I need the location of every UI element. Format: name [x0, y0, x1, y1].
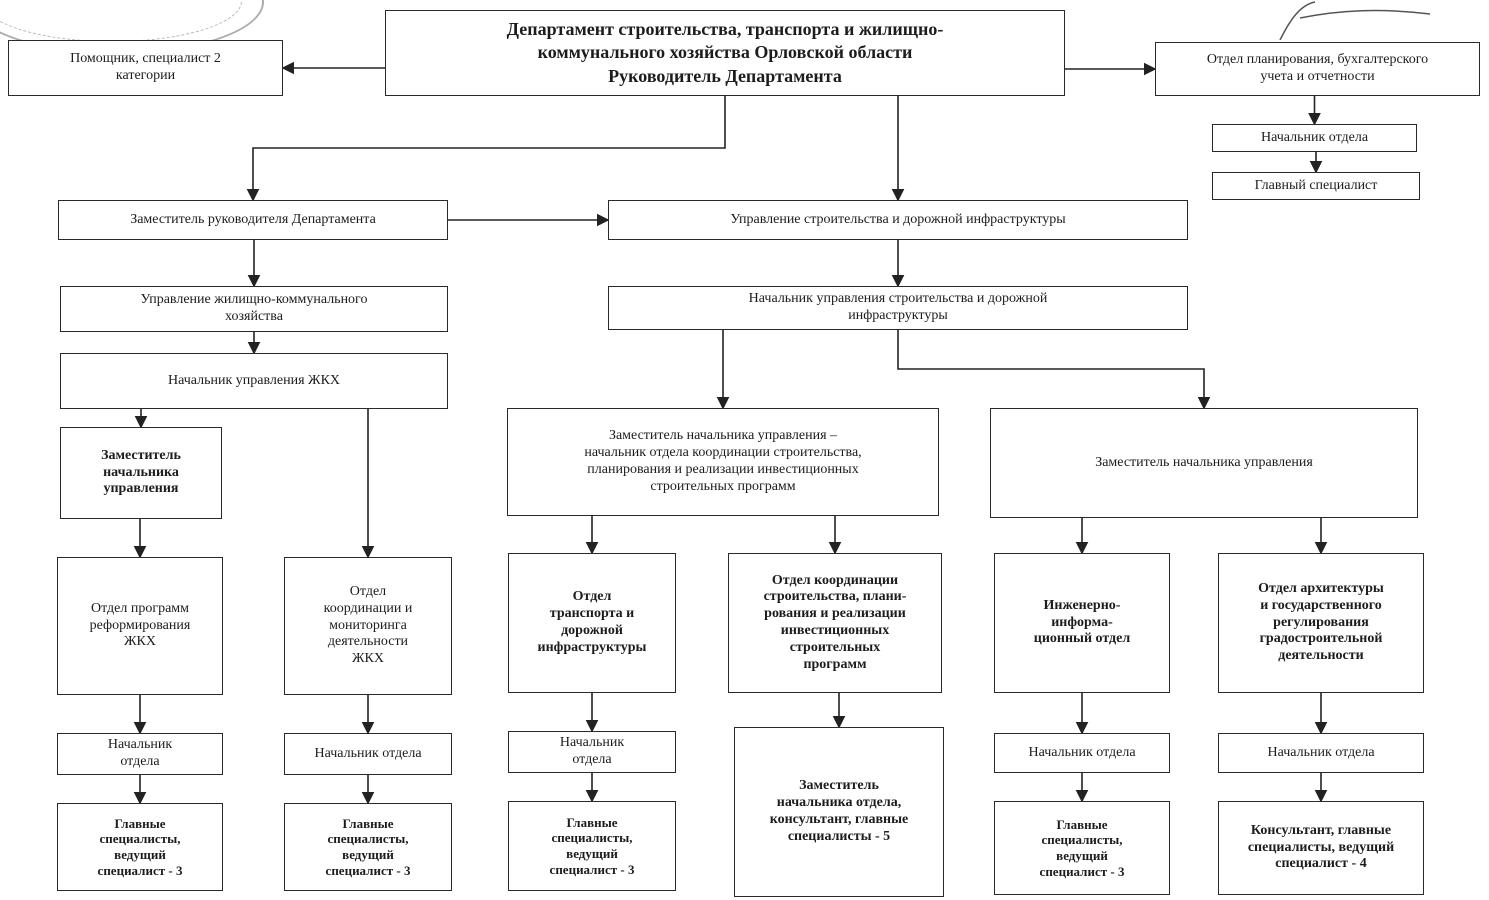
- node-deputy-head: Заместитель руководителя Департамента: [58, 200, 448, 240]
- node-engineering-chief: Начальник отдела: [994, 733, 1170, 773]
- node-housing-deputy: Заместитель начальника управления: [60, 427, 222, 519]
- node-housing-coordination-dept: Отдел координации и мониторинга деятельн…: [284, 557, 452, 695]
- node-planning-chief: Начальник отдела: [1212, 124, 1417, 152]
- node-department-head: Департамент строительства, транспорта и …: [385, 10, 1065, 96]
- connector: [246, 96, 726, 202]
- node-planning-specialist: Главный специалист: [1212, 172, 1420, 200]
- node-reform-dept: Отдел программ реформирования ЖКХ: [57, 557, 223, 695]
- signature: [1279, 1, 1431, 40]
- node-housing-coordination-staff: Главные специалисты, ведущий специалист …: [284, 803, 452, 891]
- node-construction-coordination-dept: Отдел координации строительства, плани- …: [728, 553, 942, 693]
- node-housing-directorate: Управление жилищно-коммунального хозяйст…: [60, 286, 448, 332]
- node-housing-chief: Начальник управления ЖКХ: [60, 353, 448, 409]
- node-assistant: Помощник, специалист 2 категории: [8, 40, 283, 96]
- node-transport-chief: Начальник отдела: [508, 731, 676, 773]
- node-construction-chief: Начальник управления строительства и дор…: [608, 286, 1188, 330]
- node-planning-dept: Отдел планирования, бухгалтерского учета…: [1155, 42, 1480, 96]
- node-construction-deputy: Заместитель начальника управления: [990, 408, 1418, 518]
- node-reform-staff: Главные специалисты, ведущий специалист …: [57, 803, 223, 891]
- node-engineering-staff: Главные специалисты, ведущий специалист …: [994, 801, 1170, 895]
- connector: [897, 330, 1211, 410]
- node-transport-staff: Главные специалисты, ведущий специалист …: [508, 801, 676, 891]
- node-construction-coordination-staff: Заместитель начальника отдела, консульта…: [734, 727, 944, 897]
- node-architecture-dept: Отдел архитектуры и государственного рег…: [1218, 553, 1424, 693]
- node-engineering-dept: Инженерно- информа- ционный отдел: [994, 553, 1170, 693]
- node-construction-directorate: Управление строительства и дорожной инфр…: [608, 200, 1188, 240]
- node-reform-chief: Начальник отдела: [57, 733, 223, 775]
- node-housing-coordination-chief: Начальник отдела: [284, 733, 452, 775]
- node-architecture-staff: Консультант, главные специалисты, ведущи…: [1218, 801, 1424, 895]
- node-transport-dept: Отдел транспорта и дорожной инфраструкту…: [508, 553, 676, 693]
- node-architecture-chief: Начальник отдела: [1218, 733, 1424, 773]
- node-construction-deputy-coordination: Заместитель начальника управления – нача…: [507, 408, 939, 516]
